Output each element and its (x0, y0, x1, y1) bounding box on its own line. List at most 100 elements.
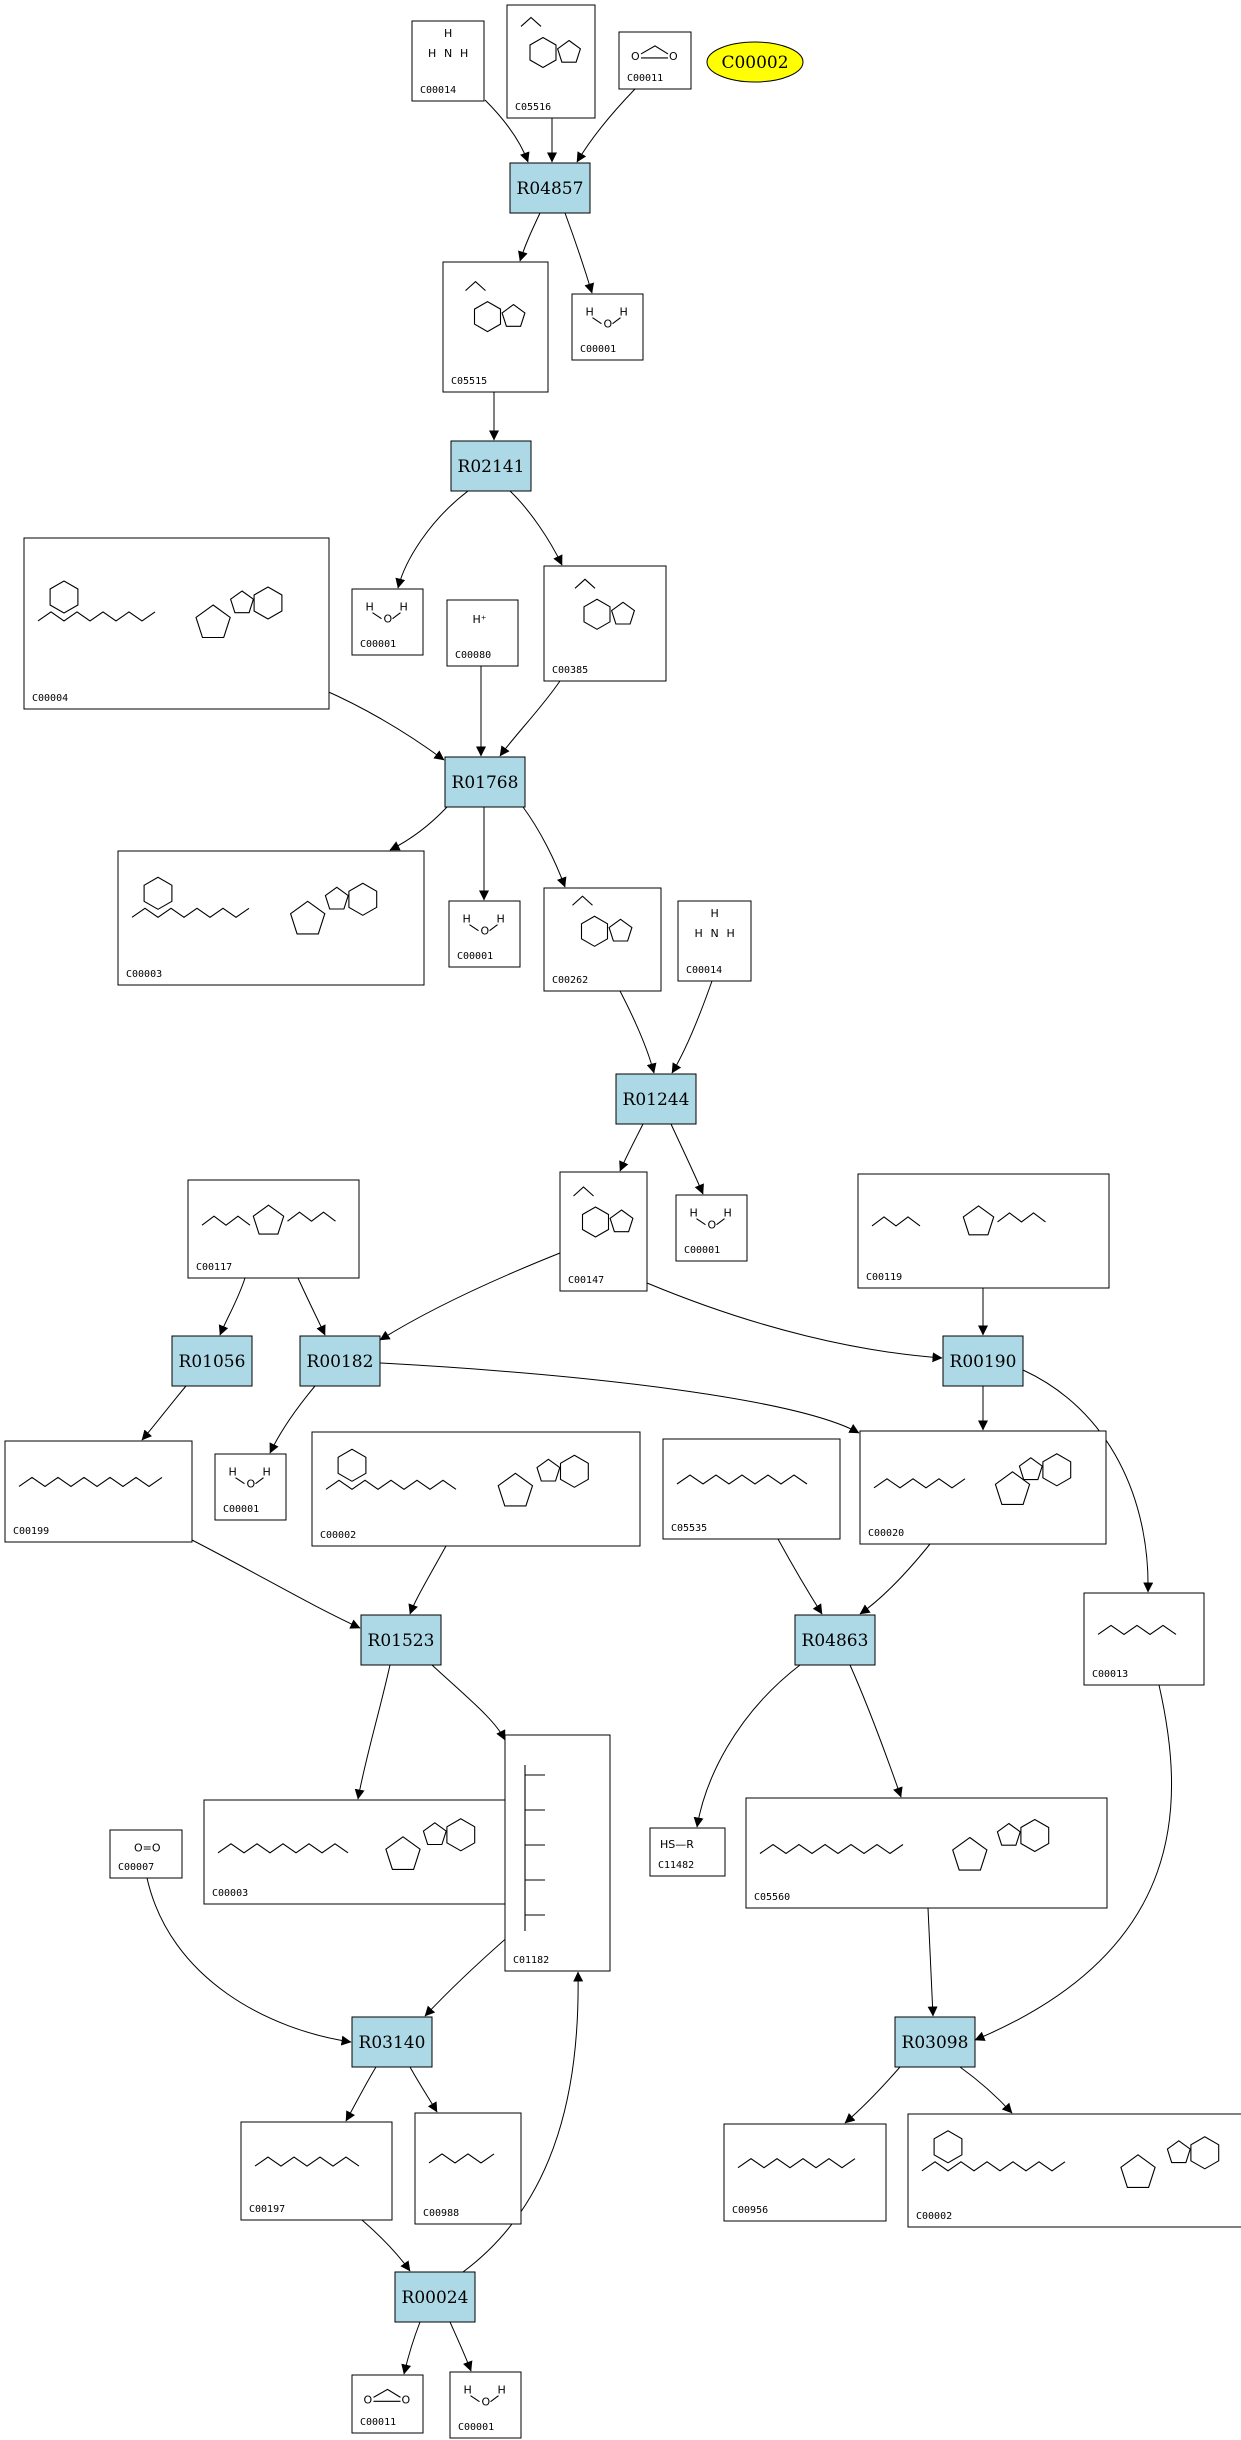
compound-node-C00002[interactable]: C00002 (311, 1431, 641, 1547)
compound-node-C00003[interactable]: C00003 (203, 1799, 526, 1905)
reaction-node-R03140[interactable]: R03140 (351, 2016, 433, 2068)
reaction-label: R00190 (950, 1352, 1017, 1372)
compound-box (203, 1799, 526, 1905)
compound-node-C00119[interactable]: C00119 (857, 1173, 1110, 1289)
reaction-node-R04857[interactable]: R04857 (509, 162, 591, 214)
ring-bond (337, 1448, 367, 1482)
compound-box (543, 565, 667, 682)
structure-chain (254, 2156, 360, 2167)
ring-bond (446, 1818, 476, 1852)
chain-bond (37, 611, 156, 622)
compound-node-C00199[interactable]: C00199 (4, 1440, 193, 1543)
edge-R00182-n22 (379, 1362, 860, 1434)
reaction-node-R01056[interactable]: R01056 (171, 1335, 253, 1387)
edge-n3-R04857 (576, 88, 636, 163)
chain-bond (759, 1843, 904, 1855)
chain-bond (217, 1843, 349, 1854)
edge-n20-R01523 (408, 1545, 447, 1615)
edge-n18-R01523 (191, 1539, 361, 1629)
compound-node-C00002[interactable]: C00002 (907, 2113, 1241, 2228)
compound-id-label: C00988 (423, 2208, 459, 2219)
compound-id-label: C00001 (360, 639, 396, 650)
compound-node-C00117[interactable]: C00117 (187, 1179, 360, 1279)
compound-node-C00385[interactable]: C00385 (543, 565, 667, 682)
compound-id-label: C05560 (754, 1892, 790, 1903)
reaction-node-R03098[interactable]: R03098 (894, 2016, 976, 2068)
bond (373, 2388, 401, 2402)
reaction-node-R01244[interactable]: R01244 (615, 1073, 697, 1125)
compound-box (214, 1453, 287, 1521)
ring-bond (1020, 1818, 1050, 1853)
edge-n12-R01244 (619, 990, 657, 1074)
structure-big (131, 876, 378, 935)
compound-node-C00262[interactable]: C00262 (543, 887, 662, 992)
atom-h: H (498, 2384, 506, 2397)
reaction-node-R04863[interactable]: R04863 (794, 1614, 876, 1666)
compound-id-label: C00119 (866, 1272, 902, 1283)
compound-node-C00004[interactable]: C00004 (23, 537, 330, 710)
reaction-node-R00190[interactable]: R00190 (942, 1335, 1024, 1387)
compound-box (187, 1179, 360, 1279)
atom-h: H (620, 306, 628, 319)
reaction-node-R00024[interactable]: R00024 (394, 2271, 476, 2323)
compound-node-C00988[interactable]: C00988 (414, 2112, 522, 2225)
compound-node-C00147[interactable]: C00147 (559, 1171, 648, 1292)
compound-node-C05560[interactable]: C05560 (745, 1797, 1108, 1909)
compound-node-C05535[interactable]: C05535 (662, 1438, 841, 1540)
atom-o: O (482, 2396, 491, 2409)
highlight-label: C00002 (721, 53, 788, 73)
chain-bond (1097, 1624, 1177, 1636)
compound-box (1083, 1592, 1205, 1686)
atom-o: O (631, 50, 640, 63)
edge-n1-R04857 (484, 99, 530, 163)
chain-bond (873, 1478, 966, 1489)
edge-R01768-n12 (522, 806, 567, 888)
reaction-node-R00182[interactable]: R00182 (299, 1335, 381, 1387)
compound-id-label: C00262 (552, 975, 588, 986)
compound-box (23, 537, 330, 710)
highlight-node[interactable]: C00002 (706, 41, 804, 83)
edge-R01244-n15 (670, 1123, 704, 1195)
reaction-label: R00024 (402, 2288, 469, 2308)
reaction-node-R01523[interactable]: R01523 (360, 1614, 442, 1666)
edge-R04863-n27 (693, 1664, 801, 1828)
ring-bond (324, 886, 349, 910)
ring-bond (952, 1836, 988, 1871)
compound-id-label: C00199 (13, 1526, 49, 1537)
ring-bond (608, 918, 633, 942)
compound-box (677, 900, 752, 982)
structure-ring (520, 16, 582, 69)
compound-node-C05516[interactable]: C05516 (506, 4, 596, 119)
compound-node-C00020[interactable]: C00020 (859, 1430, 1107, 1545)
ring-bond (556, 39, 582, 63)
reaction-node-R02141[interactable]: R02141 (450, 440, 532, 492)
reaction-node-R01768[interactable]: R01768 (444, 756, 526, 808)
atom-o: O (384, 613, 393, 626)
compound-node-C05515[interactable]: C05515 (442, 261, 549, 393)
compound-node-C00197[interactable]: C00197 (240, 2121, 393, 2221)
compound-node-C01182[interactable]: C01182 (504, 1734, 611, 1972)
ring-bond (580, 915, 609, 947)
compound-node-C00956[interactable]: C00956 (723, 2123, 887, 2222)
compound-node-C00080[interactable]: H⁺C00080 (446, 599, 519, 667)
edge-R03098-n31 (844, 2066, 901, 2124)
compound-id-label: C00003 (212, 1888, 248, 1899)
edge-R00190-n23 (1022, 1369, 1154, 1593)
compound-node-C00003[interactable]: C00003 (117, 850, 425, 986)
compound-node-C00013[interactable]: C00013 (1083, 1592, 1205, 1686)
reaction-label: R02141 (458, 457, 525, 477)
atom-h: H (464, 2384, 472, 2397)
